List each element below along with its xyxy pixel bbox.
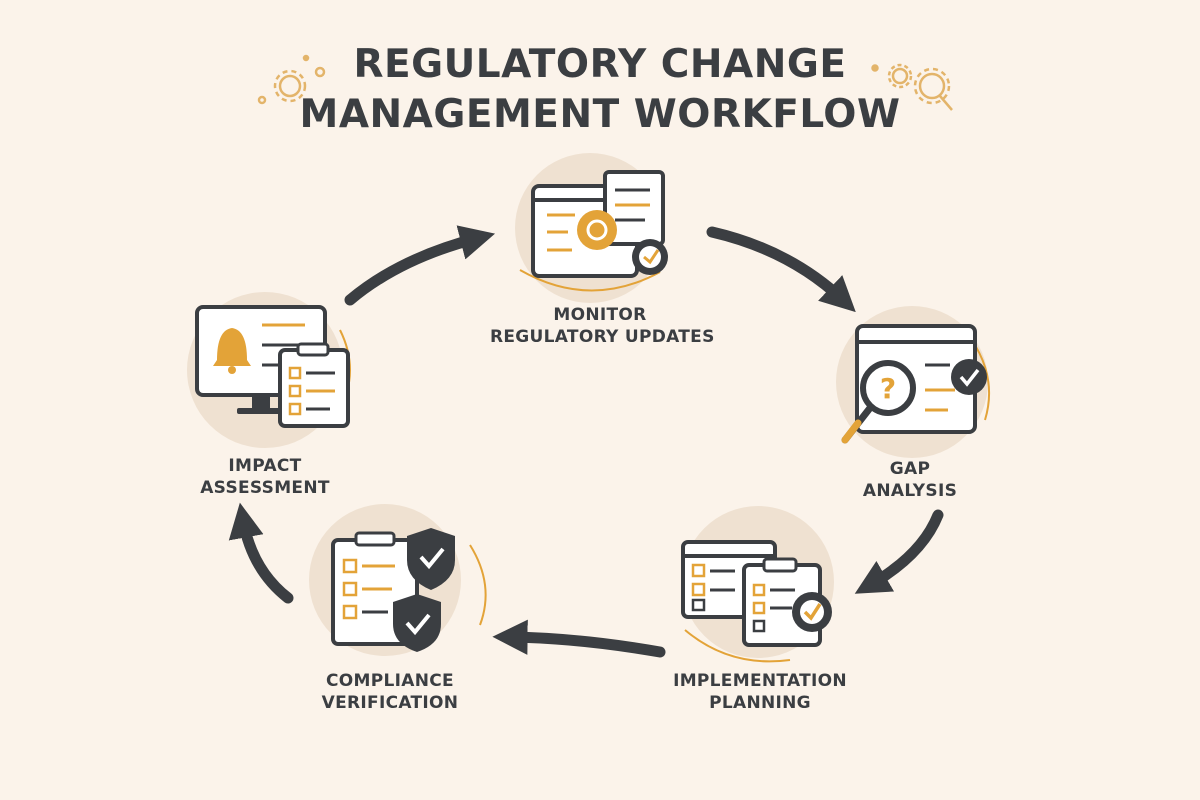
monitor-bell-icon [195,305,350,428]
arrow-monitor-to-gap [706,226,856,313]
gear-right-icon [871,63,953,111]
step-gap-analysis-label-line2: ANALYSIS [862,481,958,501]
step-compliance-verification-label-line2: VERIFICATION [321,693,459,713]
gear-left-icon [257,54,326,105]
title-line-2: MANAGEMENT WORKFLOW [299,92,901,137]
title-line-1: REGULATORY CHANGE [353,42,847,87]
step-compliance-verification [309,504,487,656]
magnifier-question-icon: ? [841,324,987,444]
step-monitor-label-line1: MONITOR [553,305,647,325]
step-implementation-planning-label-line1: IMPLEMENTATION [673,671,847,691]
step-implementation-planning-label-line2: PLANNING [709,693,811,713]
step-impact-assessment-label: IMPACT ASSESSMENT [175,455,355,499]
step-impact-assessment-label-line1: IMPACT [228,456,302,476]
step-compliance-verification-label: COMPLIANCE VERIFICATION [300,670,480,714]
arrow-gap-to-implementation [854,509,944,594]
monitor-with-documents-icon [531,170,668,278]
step-gap-analysis: ? [836,306,991,458]
step-implementation-planning-label: IMPLEMENTATION PLANNING [660,670,860,714]
arrow-compliance-to-impact [228,502,294,604]
step-monitor-label-line2: REGULATORY UPDATES [490,327,715,347]
arrow-impact-to-monitor [344,225,496,306]
step-impact-assessment-label-line2: ASSESSMENT [200,478,330,498]
svg-text:?: ? [880,372,896,405]
step-implementation-planning [681,506,834,663]
calendar-checklist-icon [681,540,832,647]
step-gap-analysis-label: GAP ANALYSIS [830,458,990,502]
step-gap-analysis-label-line1: GAP [889,459,931,479]
step-monitor-label: MONITOR REGULATORY UPDATES [490,304,715,348]
step-monitor [515,153,668,303]
checklist-shield-icon [331,528,455,652]
step-impact-assessment [187,292,351,448]
step-compliance-verification-label-line1: COMPLIANCE [326,671,454,691]
arrow-implementation-to-compliance [492,619,666,658]
